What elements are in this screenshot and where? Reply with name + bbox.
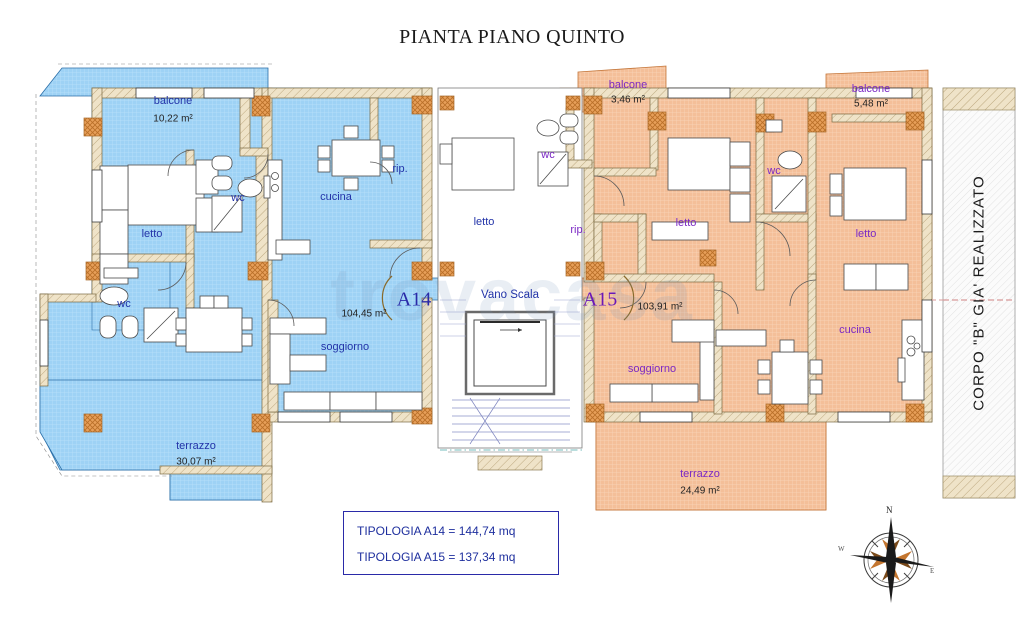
site-outline xyxy=(35,63,272,477)
legend-row-a15: TIPOLOGIA A15 = 137,34 mq xyxy=(357,550,516,564)
compass-east-label: E xyxy=(930,567,935,575)
pillars xyxy=(83,95,925,433)
furniture-a14 xyxy=(99,125,515,411)
compass-icon xyxy=(850,517,934,603)
compass-rose: N E W xyxy=(838,505,944,605)
compass-north-label: N xyxy=(886,505,893,515)
corpo-b-band: CORPO "B" GIA' REALIZZATO xyxy=(943,88,1015,498)
corpo-b-label: CORPO "B" GIA' REALIZZATO xyxy=(970,175,988,411)
compass-west-label: W xyxy=(838,545,845,553)
furniture-a15 xyxy=(536,113,925,405)
unit-code-arcs xyxy=(381,275,635,321)
windows xyxy=(39,87,933,423)
page-title: PIANTA PIANO QUINTO xyxy=(399,26,625,48)
corpo-b-block xyxy=(932,87,1016,499)
door-swings xyxy=(157,149,817,327)
legend-box: TIPOLOGIA A14 = 144,74 mq TIPOLOGIA A15 … xyxy=(343,511,559,575)
legend-row-a14: TIPOLOGIA A14 = 144,74 mq xyxy=(357,524,516,538)
